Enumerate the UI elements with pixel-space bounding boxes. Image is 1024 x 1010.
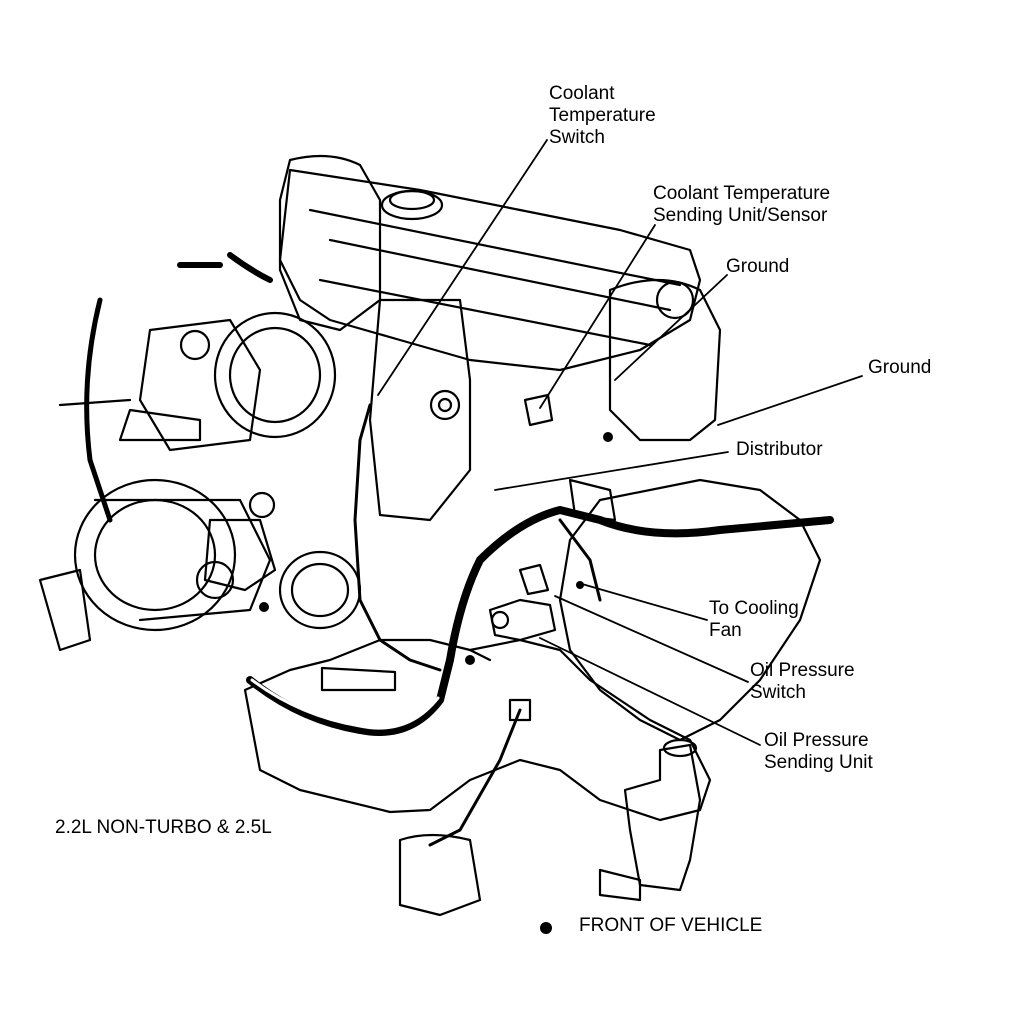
- label-line: Fan: [709, 620, 742, 641]
- leader-coolant-temp-switch: [377, 139, 548, 396]
- wiring-harness: [246, 506, 834, 736]
- label-distributor: Distributor: [736, 439, 823, 461]
- front-of-vehicle-legend: FRONT OF VEHICLE: [579, 915, 763, 936]
- label-line: Distributor: [736, 439, 823, 460]
- transaxle-housing: [558, 478, 822, 742]
- label-line: Switch: [750, 682, 806, 703]
- label-line: Oil Pressure: [750, 660, 855, 681]
- label-line: Oil Pressure: [764, 730, 869, 751]
- engine-mount: [398, 833, 482, 917]
- label-coolant-temp-sender: Coolant Temperature Sending Unit/Sensor: [653, 183, 830, 227]
- engine-block: [243, 638, 712, 822]
- label-line: Temperature: [549, 105, 656, 126]
- transaxle-mount: [623, 743, 702, 892]
- filled-dot-icon: [540, 922, 552, 934]
- engine-variant-caption: 2.2L NON-TURBO & 2.5L: [55, 817, 272, 838]
- leader-ground-1: [614, 274, 728, 381]
- throttle-body: [213, 311, 337, 439]
- label-coolant-temp-switch: Coolant Temperature Switch: [549, 83, 656, 149]
- leader-oil-pressure-sender: [539, 637, 761, 746]
- thermostat-housing: [368, 298, 472, 522]
- coolant-temp-sender: [523, 393, 554, 427]
- alternator: [73, 478, 237, 632]
- distributor-cap: [608, 278, 722, 442]
- leader-oil-pressure-switch: [554, 595, 749, 683]
- leader-to-cooling-fan: [581, 583, 708, 621]
- label-line: Coolant Temperature: [653, 183, 831, 204]
- label-ground-1: Ground: [726, 256, 789, 278]
- leader-distributor: [494, 451, 729, 491]
- oil-pressure-sender: [488, 598, 557, 642]
- label-line: Coolant: [549, 83, 615, 104]
- leader-coolant-temp-sender: [539, 224, 656, 409]
- alternator-pulley: [203, 518, 277, 592]
- oil-pressure-switch: [518, 563, 550, 596]
- label-ground-2: Ground: [868, 357, 931, 379]
- label-line: Ground: [868, 357, 932, 378]
- dipstick-tube: [428, 708, 522, 847]
- label-line: Ground: [726, 256, 790, 277]
- leader-ground-2: [717, 375, 863, 426]
- valve-cover: [278, 168, 702, 372]
- label-to-cooling-fan: To Cooling Fan: [709, 598, 799, 642]
- label-oil-pressure-switch: Oil Pressure Switch: [750, 660, 855, 704]
- label-line: To Cooling: [709, 598, 799, 619]
- label-oil-pressure-sender: Oil Pressure Sending Unit: [764, 730, 873, 774]
- label-line: Sending Unit: [764, 752, 873, 773]
- label-line: Switch: [549, 127, 605, 148]
- label-line: Sending Unit/Sensor: [653, 205, 828, 226]
- oil-filler-cap: [380, 189, 444, 221]
- air-intake-tube: [278, 154, 382, 332]
